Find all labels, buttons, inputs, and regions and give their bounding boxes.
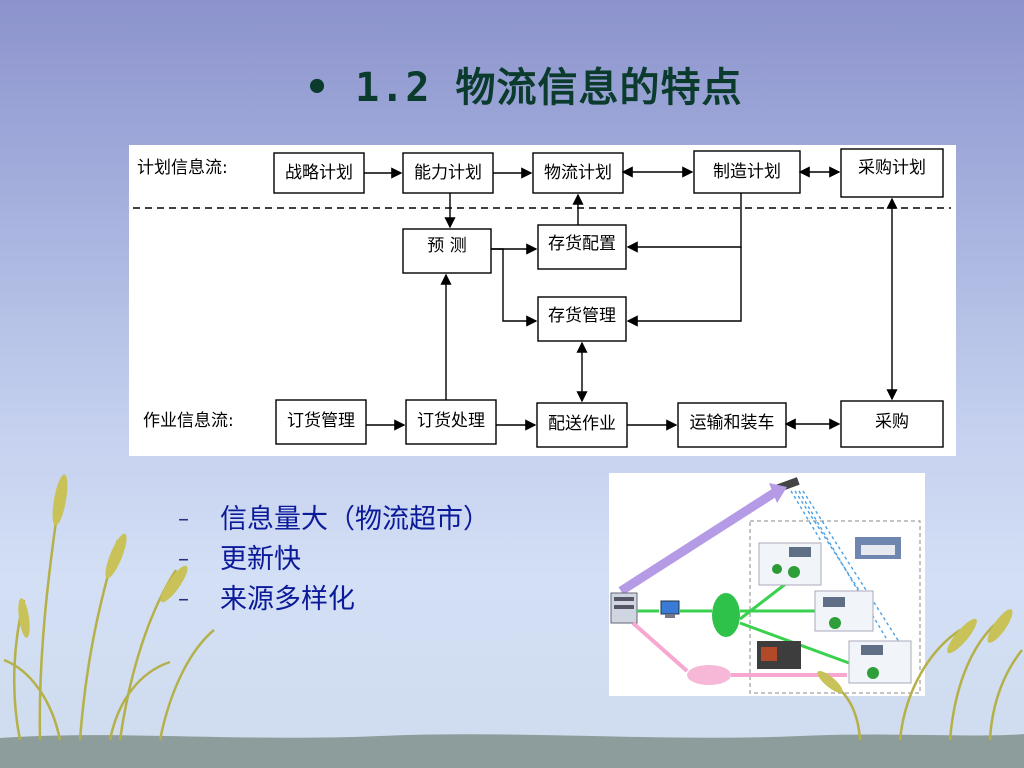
- bullet-text: 来源多样化: [220, 584, 355, 615]
- box-inventory-management: 存货管理: [537, 296, 627, 342]
- svg-text:采购: 采购: [875, 412, 909, 432]
- bullet-item: – 信息量大（物流超市）: [178, 500, 490, 540]
- svg-text:订货管理: 订货管理: [287, 411, 355, 431]
- box-strategic-plan: 战略计划: [273, 152, 365, 194]
- box-forecast: 预 测: [402, 228, 492, 274]
- logistics-flow-diagram: 计划信息流: 作业信息流: 战略计划 能力计划 物流计划 制造计划 采购计划 预: [129, 145, 956, 456]
- svg-text:物流计划: 物流计划: [544, 163, 612, 183]
- barley-ears: [18, 474, 188, 638]
- computer-icon: [660, 600, 680, 618]
- box-procurement-plan: 采购计划: [840, 148, 944, 198]
- svg-text:采购计划: 采购计划: [858, 158, 926, 178]
- bullet-item: – 来源多样化: [178, 580, 490, 620]
- box-logistics-plan: 物流计划: [532, 152, 624, 194]
- ground-strip: [0, 734, 1024, 768]
- svg-text:运输和装车: 运输和装车: [690, 413, 775, 433]
- box-procurement: 采购: [840, 400, 944, 448]
- bullet-dash: –: [178, 587, 189, 612]
- svg-text:存货配置: 存货配置: [548, 234, 616, 254]
- planning-flow-label: 计划信息流:: [137, 158, 228, 178]
- svg-text:存货管理: 存货管理: [548, 306, 616, 326]
- box-inventory-allocation: 存货配置: [537, 224, 627, 270]
- station-box: [758, 542, 822, 586]
- slide-title: • 1.2 物流信息的特点: [305, 65, 743, 111]
- box-order-management: 订货管理: [275, 399, 367, 445]
- box-distribution: 配送作业: [536, 402, 628, 448]
- bullet-text: 更新快: [220, 544, 301, 575]
- svg-text:战略计划: 战略计划: [285, 163, 353, 183]
- svg-text:能力计划: 能力计划: [414, 163, 482, 183]
- svg-text:配送作业: 配送作业: [548, 414, 616, 434]
- network-illustration: [610, 477, 921, 694]
- network-cloud-icon: [712, 593, 740, 637]
- station-box: [814, 590, 874, 632]
- flow-arrows: [364, 166, 898, 431]
- bullet-text: 信息量大（物流超市）: [220, 504, 490, 535]
- svg-text:订货处理: 订货处理: [417, 411, 485, 431]
- bullet-dash: –: [178, 507, 189, 532]
- station-box: [848, 640, 912, 684]
- server-icon: [610, 592, 638, 624]
- box-capacity-plan: 能力计划: [402, 152, 494, 194]
- logistics-network-image: [609, 473, 925, 696]
- svg-text:制造计划: 制造计划: [713, 162, 781, 182]
- bullet-dash: –: [178, 547, 189, 572]
- svg-text:预 测: 预 测: [427, 236, 466, 256]
- flow-diagram-svg: 计划信息流: 作业信息流: 战略计划 能力计划 物流计划 制造计划 采购计划 预: [133, 148, 951, 448]
- operation-flow-label: 作业信息流:: [143, 411, 234, 431]
- bullet-item: – 更新快: [178, 540, 490, 580]
- box-order-processing: 订货处理: [405, 399, 497, 445]
- box-transport-loading: 运输和装车: [677, 402, 787, 448]
- truck-icon: [855, 537, 901, 559]
- feature-bullet-list: – 信息量大（物流超市） – 更新快 – 来源多样化: [178, 500, 490, 620]
- box-manufacturing-plan: 制造计划: [693, 150, 801, 194]
